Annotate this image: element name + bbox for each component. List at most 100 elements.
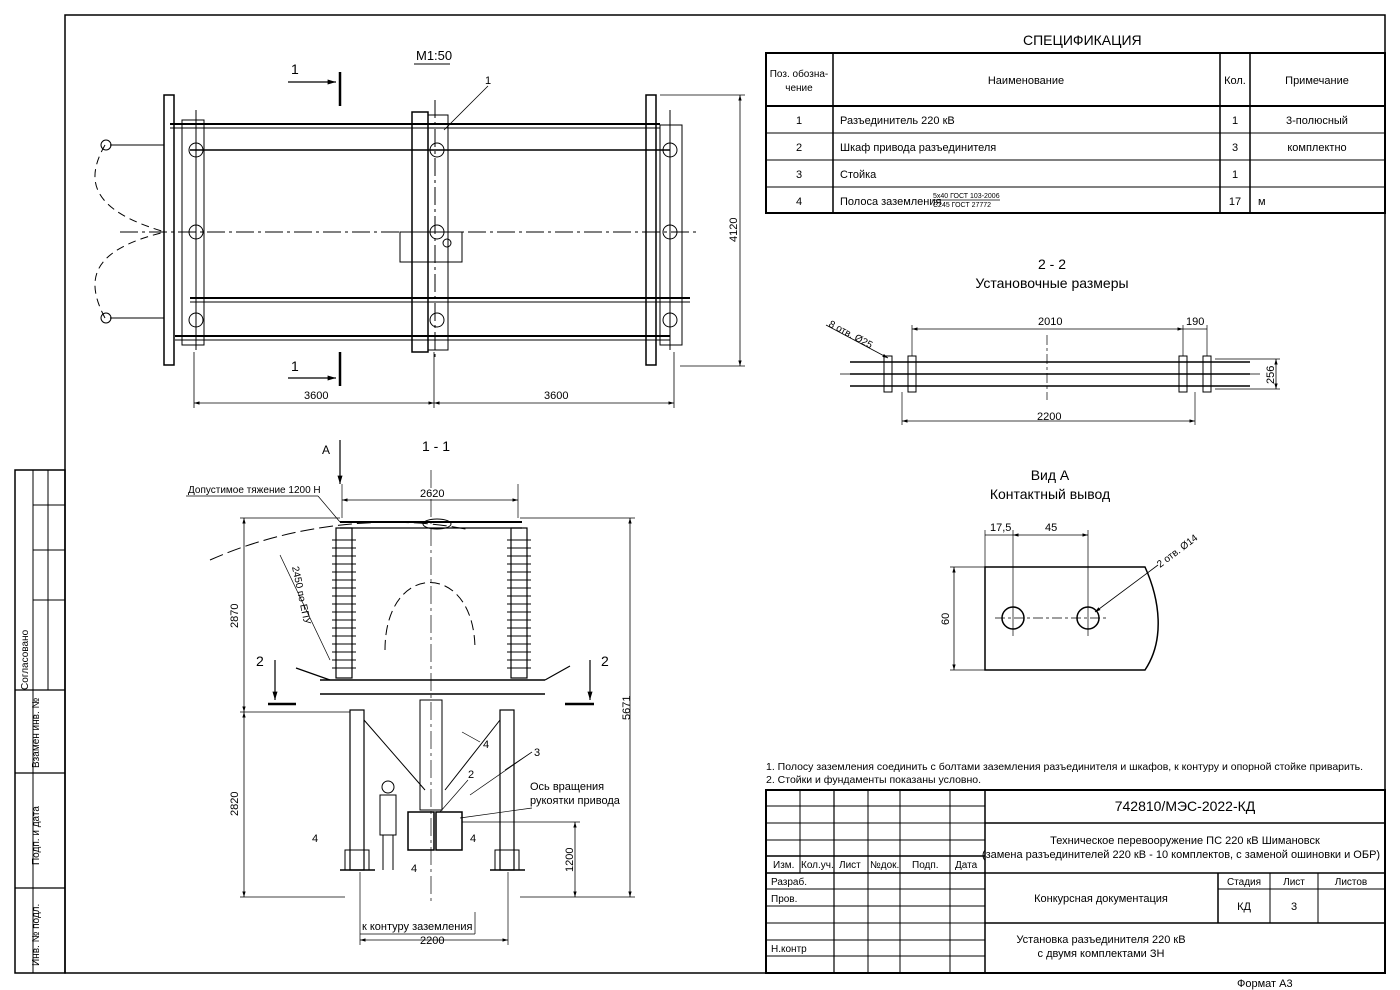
section22-drawing (825, 324, 1280, 425)
viewA-drawing (950, 530, 1159, 671)
title-block (765, 789, 1386, 974)
plan-view (94, 85, 745, 408)
section11-callout-4a: 4 (483, 739, 489, 751)
section22-d256: 256 (1265, 366, 1277, 384)
spec-row-2-name: Шкаф привода разъединителя (840, 142, 996, 154)
stamp-sheet: 3 (1291, 901, 1297, 913)
stamp-h-data: Дата (955, 860, 978, 871)
spec-row-2-pos: 2 (796, 142, 802, 154)
spec-row-4-name: Полоса заземления (840, 196, 942, 208)
viewA-d60: 60 (940, 613, 952, 625)
section11-callout-4d: 4 (470, 833, 476, 845)
side-podp-data: Подп. и дата (31, 806, 42, 865)
section11-arc-label: 2450 по ЕПУ (289, 565, 312, 626)
stamp-nkontr: Н.контр (771, 944, 807, 955)
spec-row-1-name: Разъединитель 220 кВ (840, 115, 955, 127)
spec-row-4-std-top: 5х40 ГОСТ 103-2006 (933, 193, 1000, 200)
spec-row-3-name: Стойка (840, 169, 877, 181)
spec-row-1-qty: 1 (1232, 115, 1238, 127)
stamp-sheets-label: Листов (1335, 877, 1368, 888)
side-vzamen: Взамен инв. № (31, 697, 42, 768)
stamp-title-1: Установка разъединителя 220 кВ (1016, 934, 1185, 946)
plan-dim-left: 3600 (304, 390, 328, 402)
side-inv: Инв. № подл. (31, 904, 42, 966)
section11-marker-2-right: 2 (601, 653, 609, 669)
stamp-sheet-label: Лист (1283, 877, 1305, 888)
section11-callout-2: 2 (468, 769, 474, 781)
viewA-d45: 45 (1045, 522, 1057, 534)
spec-header-qty: Кол. (1224, 75, 1246, 87)
spec-row-2-qty: 3 (1232, 142, 1238, 154)
spec-row-4-std-bottom: С245 ГОСТ 27772 (933, 202, 991, 209)
section11-axis-2: рукоятки привода (530, 795, 621, 807)
spec-row-1-pos: 1 (796, 115, 802, 127)
stamp-stage: КД (1237, 901, 1251, 913)
section11-d2620: 2620 (420, 488, 444, 500)
spec-table (765, 52, 1386, 214)
spec-header-note: Примечание (1285, 75, 1349, 87)
spec-header-name: Наименование (988, 75, 1064, 87)
stamp-h-izm: Изм. (773, 860, 794, 871)
section11-callout-3: 3 (534, 747, 540, 759)
stamp-razrab: Разраб. (771, 876, 807, 888)
section-marker-bottom-label: 1 (291, 358, 299, 374)
section11-d2200: 2200 (420, 935, 444, 947)
section22-title: 2 - 2 (1038, 256, 1066, 272)
section22-subtitle: Установочные размеры (975, 275, 1128, 291)
section11-d2820: 2820 (229, 792, 241, 816)
stamp-h-ndok: №док. (870, 860, 899, 871)
section11-drawing (209, 470, 635, 945)
note-1: 1. Полосу заземления соединить с болтами… (766, 761, 1363, 773)
stamp-prov: Пров. (771, 894, 797, 905)
spec-row-4-pos: 4 (796, 196, 802, 208)
stamp-doc-type: Конкурсная документация (1034, 893, 1168, 905)
section11-arrow-a: А (322, 443, 330, 457)
section11-callout-4b: 4 (312, 833, 318, 845)
section-marker-bottom (288, 352, 342, 386)
note-2: 2. Стойки и фундаменты показаны условно. (766, 774, 981, 786)
section-marker-top-label: 1 (291, 61, 299, 77)
section22-d2200: 2200 (1037, 411, 1061, 423)
spec-row-3-qty: 1 (1232, 169, 1238, 181)
stamp-code: 742810/МЭС-2022-КД (1115, 798, 1256, 814)
viewA-holes: 2 отв. Ø14 (1155, 532, 1200, 570)
section-marker-top (288, 72, 342, 106)
section22-d190: 190 (1186, 316, 1204, 328)
section11-d1200: 1200 (564, 848, 576, 872)
spec-row-1-note: 3-полюсный (1286, 115, 1348, 127)
section11-ground: к контуру заземления (362, 921, 472, 933)
section11-d5671: 5671 (621, 696, 633, 720)
plan-callout-1: 1 (485, 75, 491, 87)
section22-d2010: 2010 (1038, 316, 1062, 328)
section11-axis-1: Ось вращения (530, 781, 604, 793)
stamp-project-1: Техническое перевооружение ПС 220 кВ Шим… (1050, 835, 1320, 847)
stamp-project-2: (замена разъединителей 220 кВ - 10 компл… (982, 849, 1380, 861)
side-soglasovano: Согласовано (20, 629, 31, 690)
section11-callout-4c: 4 (411, 863, 417, 875)
spec-title: СПЕЦИФИКАЦИЯ (1023, 32, 1142, 48)
spec-row-3-pos: 3 (796, 169, 802, 181)
stamp-h-podp: Подп. (912, 860, 939, 871)
section11-d2870: 2870 (229, 604, 241, 628)
viewA-d175: 17,5 (990, 522, 1011, 534)
stamp-stage-label: Стадия (1227, 877, 1261, 888)
stamp-title-2: с двумя комплектами ЗН (1038, 948, 1165, 960)
spec-row-4-note: м (1258, 196, 1266, 208)
format-label: Формат А3 (1237, 978, 1293, 990)
viewA-subtitle: Контактный вывод (990, 486, 1110, 502)
spec-row-4-qty: 17 (1229, 196, 1241, 208)
side-stamp (14, 469, 66, 974)
stamp-h-list: Лист (839, 860, 861, 871)
stamp-h-koluch: Кол.уч. (801, 860, 834, 871)
scale-label: М1:50 (416, 48, 452, 63)
spec-row-2-note: комплектно (1287, 142, 1346, 154)
section11-title: 1 - 1 (422, 438, 450, 454)
section11-tension: Допустимое тяжение 1200 Н (188, 485, 321, 496)
section11-marker-2-left: 2 (256, 653, 264, 669)
plan-dim-right: 3600 (544, 390, 568, 402)
section22-holes: 8 отв. Ø25 (827, 319, 875, 351)
viewA-title: Вид А (1031, 467, 1070, 483)
plan-dim-height: 4120 (728, 218, 740, 242)
spec-header-pos: Поз. обозна-чение (770, 68, 829, 94)
